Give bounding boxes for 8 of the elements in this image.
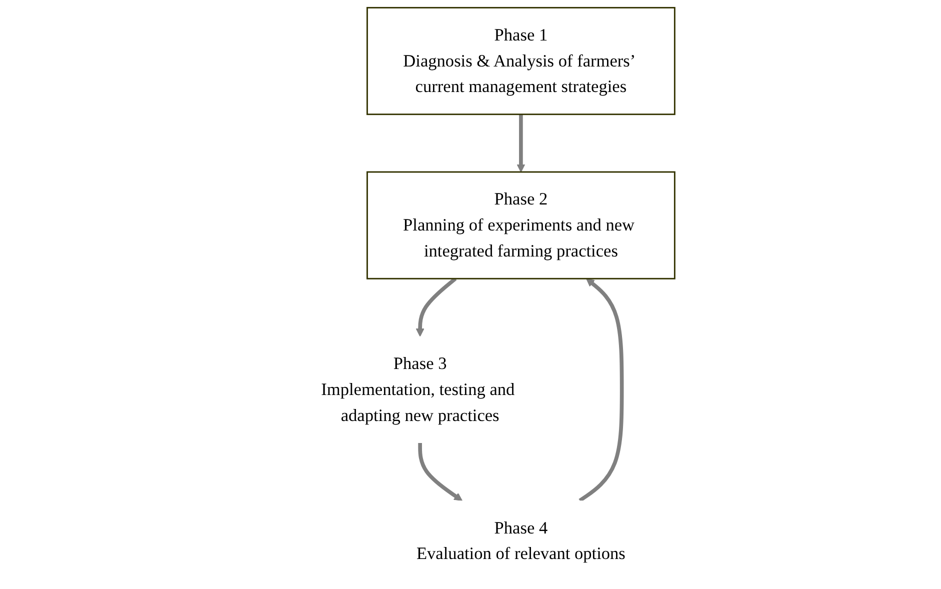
node-box: Phase 1 Diagnosis & Analysis of farmers’ current management strategies	[366, 6, 676, 116]
arrow	[578, 278, 624, 502]
node-text: Phase 4 Evaluation of relevant options	[416, 518, 626, 564]
arrow	[416, 277, 457, 337]
arrow	[418, 442, 462, 501]
arrow	[516, 114, 526, 172]
node-text: Phase 3 Implementation, testing and adapting new practices	[321, 354, 515, 425]
node-box: Phase 2 Planning of experiments and new integrated farming practices	[366, 171, 676, 280]
